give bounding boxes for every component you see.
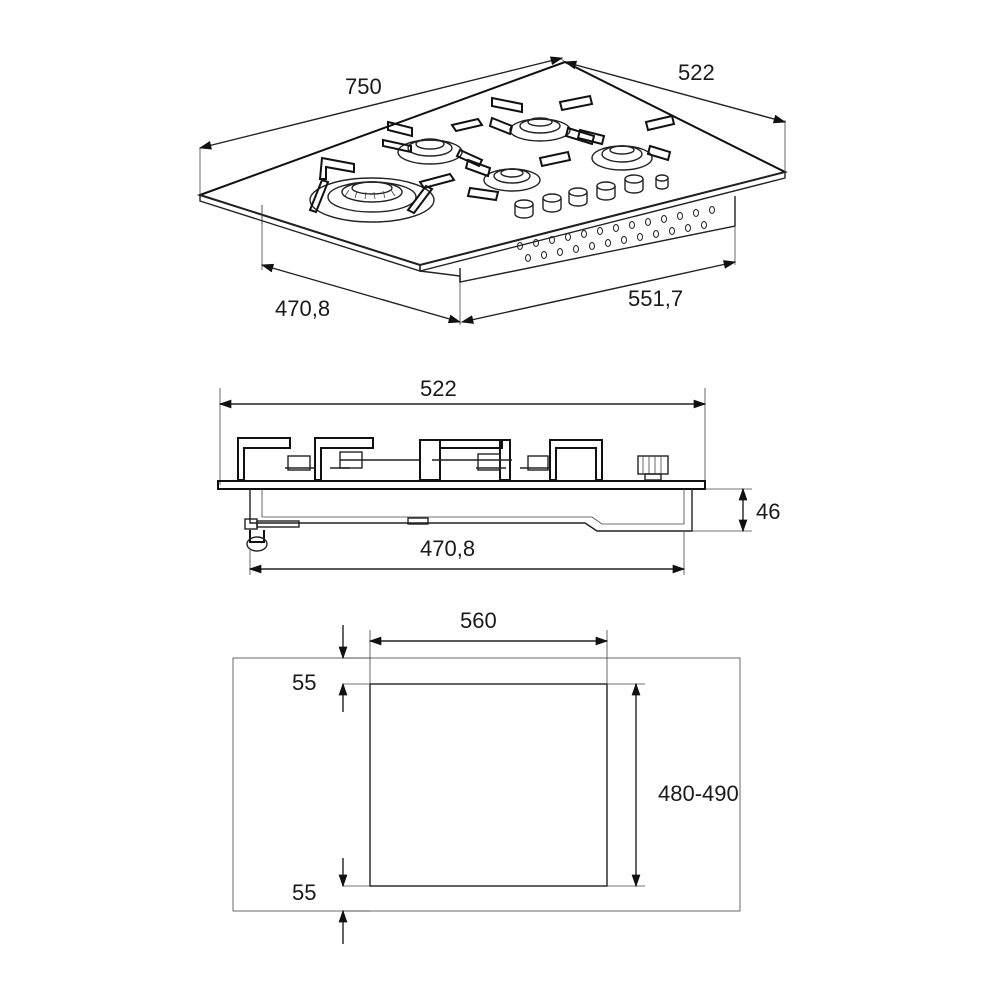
rear-left-grate xyxy=(382,117,484,168)
dimension-560: 560 xyxy=(368,608,609,684)
dim-470-8-top-label: 470,8 xyxy=(275,296,330,321)
side-knob xyxy=(637,455,669,481)
dimension-470-8-side: 470,8 xyxy=(248,532,686,575)
dimension-522-side: 522 xyxy=(218,376,707,485)
dimension-551-7: 551,7 xyxy=(460,226,737,324)
dimension-470-8-top: 470,8 xyxy=(260,205,462,325)
worktop-outline xyxy=(232,657,741,912)
cutout-view: 560 55 480-490 55 xyxy=(232,608,741,944)
vent-holes xyxy=(517,206,715,262)
dim-55-bottom-label: 55 xyxy=(292,880,316,905)
dimension-55-bottom: 55 xyxy=(292,858,370,944)
side-view: 522 xyxy=(217,376,780,575)
dim-480-490-label: 480-490 xyxy=(658,781,739,806)
rear-center-burner xyxy=(509,117,571,142)
control-knobs xyxy=(514,174,669,219)
dim-46-label: 46 xyxy=(756,499,780,524)
dimension-750: 750 xyxy=(198,56,566,195)
dim-470-8-side-label: 470,8 xyxy=(420,536,475,561)
dim-522-top-label: 522 xyxy=(678,60,715,85)
wok-grate xyxy=(308,156,456,215)
dim-551-7-label: 551,7 xyxy=(628,286,683,311)
wok-burner xyxy=(309,177,435,223)
right-burner xyxy=(591,145,653,171)
dim-560-label: 560 xyxy=(460,608,497,633)
dim-522-side-label: 522 xyxy=(420,376,457,401)
dimension-46: 46 xyxy=(692,487,780,533)
perspective-view: 750 522 470,8 551,7 xyxy=(196,56,788,325)
dimension-480-490: 480-490 xyxy=(607,682,739,888)
side-grates xyxy=(237,437,603,481)
hob-glass-top xyxy=(196,60,788,272)
gas-inlet xyxy=(244,518,300,552)
dimension-55-top: 55 xyxy=(292,625,370,712)
dimension-522-top: 522 xyxy=(563,60,787,172)
side-body xyxy=(249,489,693,532)
center-front-grate xyxy=(464,150,572,202)
center-front-burner xyxy=(483,168,541,192)
dim-750-label: 750 xyxy=(345,74,382,99)
dim-55-top-label: 55 xyxy=(292,670,316,695)
side-glass-plate xyxy=(217,480,706,490)
cutout-rect xyxy=(369,683,608,887)
